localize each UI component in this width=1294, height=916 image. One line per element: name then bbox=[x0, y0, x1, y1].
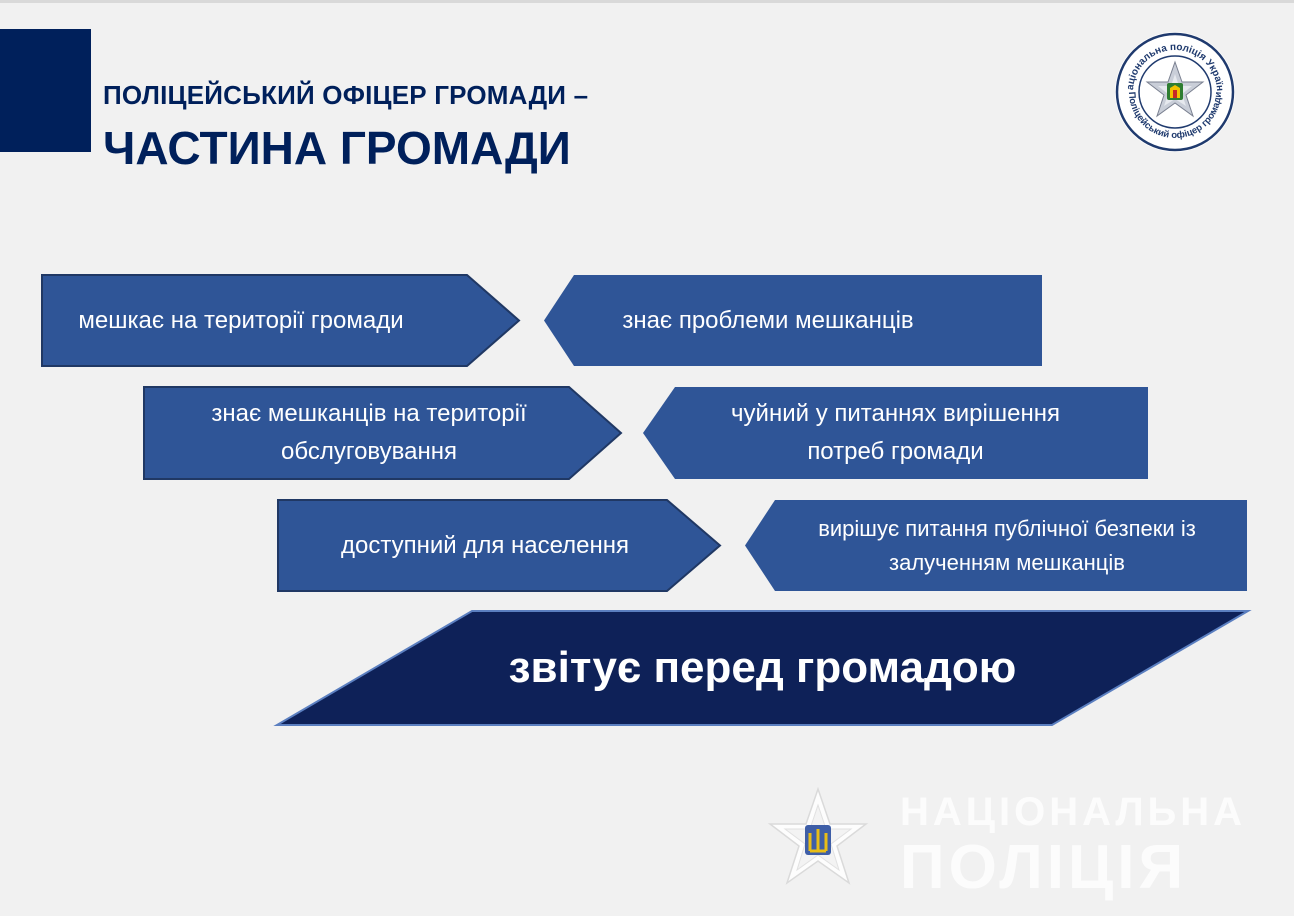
watermark-line1: НАЦІОНАЛЬНА bbox=[900, 790, 1247, 834]
banner-label: звітує перед громадою bbox=[508, 643, 1017, 692]
box-knows-problems-label: знає проблеми мешканців bbox=[622, 306, 914, 334]
top-divider bbox=[0, 0, 1294, 3]
box-public-safety-line1: вирішує питання публічної безпеки із bbox=[818, 515, 1196, 541]
box-accessible-label: доступний для населення bbox=[340, 531, 630, 559]
box-responsive-line2: потреб громади bbox=[807, 438, 984, 465]
box-public-safety-line2: залученням мешканців bbox=[889, 549, 1125, 575]
box-public-safety: вирішує питання публічної безпеки із зал… bbox=[745, 500, 1247, 591]
box-responsive: чуйний у питаннях вирішення потреб грома… bbox=[643, 387, 1148, 479]
police-star-emblem-icon: Національна поліція України Поліцейський… bbox=[1109, 22, 1235, 152]
box-accessible: доступний для населення bbox=[277, 499, 722, 592]
banner-reports-to-community: звітує перед громадою bbox=[273, 610, 1252, 726]
box-knows-problems: знає проблеми мешканців bbox=[544, 275, 1042, 366]
box-knows-residents-line1: знає мешканців на території bbox=[211, 400, 527, 427]
box-lives-in-community-label: мешкає на території громади bbox=[78, 306, 404, 334]
title-accent-block bbox=[0, 29, 91, 152]
community-officer-logo: Національна поліція України Поліцейський… bbox=[1109, 22, 1237, 154]
watermark-line2: ПОЛІЦІЯ bbox=[900, 833, 1188, 902]
box-knows-residents-line2: обслуговування bbox=[281, 438, 457, 465]
box-responsive-line1: чуйний у питаннях вирішення bbox=[731, 400, 1060, 427]
box-lives-in-community: мешкає на території громади bbox=[41, 274, 521, 367]
slide-title-line2: ЧАСТИНА ГРОМАДИ bbox=[103, 122, 571, 174]
slide-title-line1: ПОЛІЦЕЙСЬКИЙ ОФІЦЕР ГРОМАДИ – bbox=[103, 80, 589, 110]
box-knows-residents: знає мешканців на території обслуговуван… bbox=[143, 386, 623, 480]
police-star-trident-icon bbox=[767, 786, 869, 885]
